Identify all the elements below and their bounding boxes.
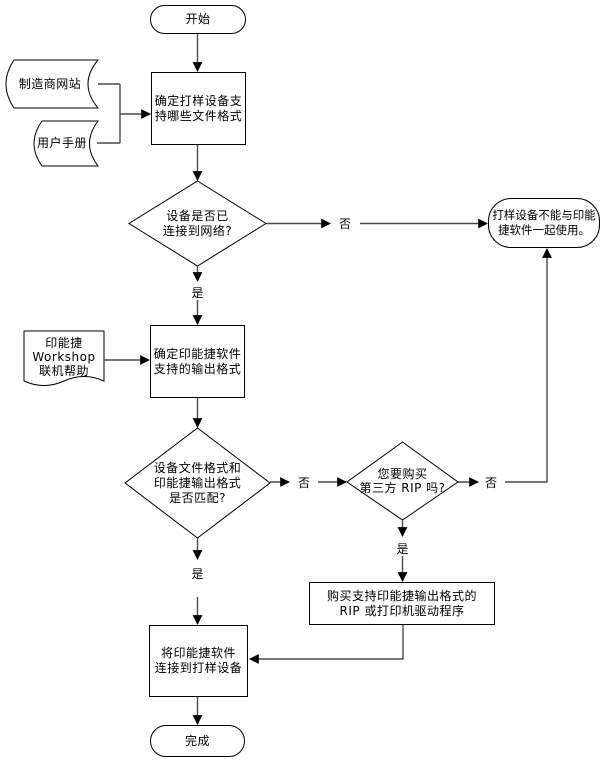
- edge-label-buyrip-yes: 是: [390, 540, 415, 556]
- node-connect-software-line1: 将印能捷软件: [160, 646, 236, 660]
- node-end: 完成: [150, 725, 245, 757]
- node-cannot-use-line1: 打样设备不能与印能: [492, 208, 596, 222]
- node-cannot-use-line2: 捷软件一起使用。: [498, 223, 590, 237]
- edge-label-networked-no: 否: [333, 215, 357, 231]
- node-identify-device-formats: 确定打样设备支 持哪些文件格式: [151, 72, 246, 145]
- node-identify-device-formats-line2: 持哪些文件格式: [154, 108, 243, 123]
- stored-data-shape-manufacturer-site: [5, 59, 100, 109]
- node-start-label: 开始: [185, 12, 211, 26]
- edge-label-networked-yes: 是: [185, 284, 210, 300]
- decision-shape-formats-match: [124, 427, 271, 539]
- node-connect-software: 将印能捷软件 连接到打样设备: [149, 625, 248, 697]
- node-identify-output-formats-line2: 支持的输出格式: [153, 361, 242, 376]
- node-purchase-rip-driver-line1: 购买支持印能捷输出格式的: [326, 588, 477, 603]
- edge-label-buyrip-no: 否: [479, 474, 503, 490]
- decision-shape-device-networked: [128, 180, 267, 267]
- node-identify-device-formats-line1: 确定打样设备支: [154, 93, 243, 108]
- node-identify-output-formats-line1: 确定印能捷软件: [153, 346, 242, 361]
- stored-data-shape-user-manual: [33, 120, 100, 167]
- node-purchase-rip-driver-line2: RIP 或打印机驱动程序: [339, 603, 465, 618]
- node-cannot-use: 打样设备不能与印能 捷软件一起使用。: [488, 198, 600, 248]
- document-shape-workshop-help: [23, 330, 105, 386]
- connector-buyrip-no-segment2: [505, 248, 552, 483]
- node-start: 开始: [150, 5, 246, 34]
- decision-shape-buy-rip: [346, 441, 459, 521]
- edge-label-match-no: 否: [292, 474, 316, 490]
- edge-label-match-yes: 是: [185, 565, 210, 581]
- node-identify-output-formats: 确定印能捷软件 支持的输出格式: [150, 325, 245, 398]
- connector-purchase-to-connect: [249, 625, 404, 664]
- node-purchase-rip-driver: 购买支持印能捷输出格式的 RIP 或打印机驱动程序: [309, 582, 495, 625]
- node-connect-software-line2: 连接到打样设备: [154, 661, 243, 675]
- node-end-label: 完成: [184, 733, 210, 748]
